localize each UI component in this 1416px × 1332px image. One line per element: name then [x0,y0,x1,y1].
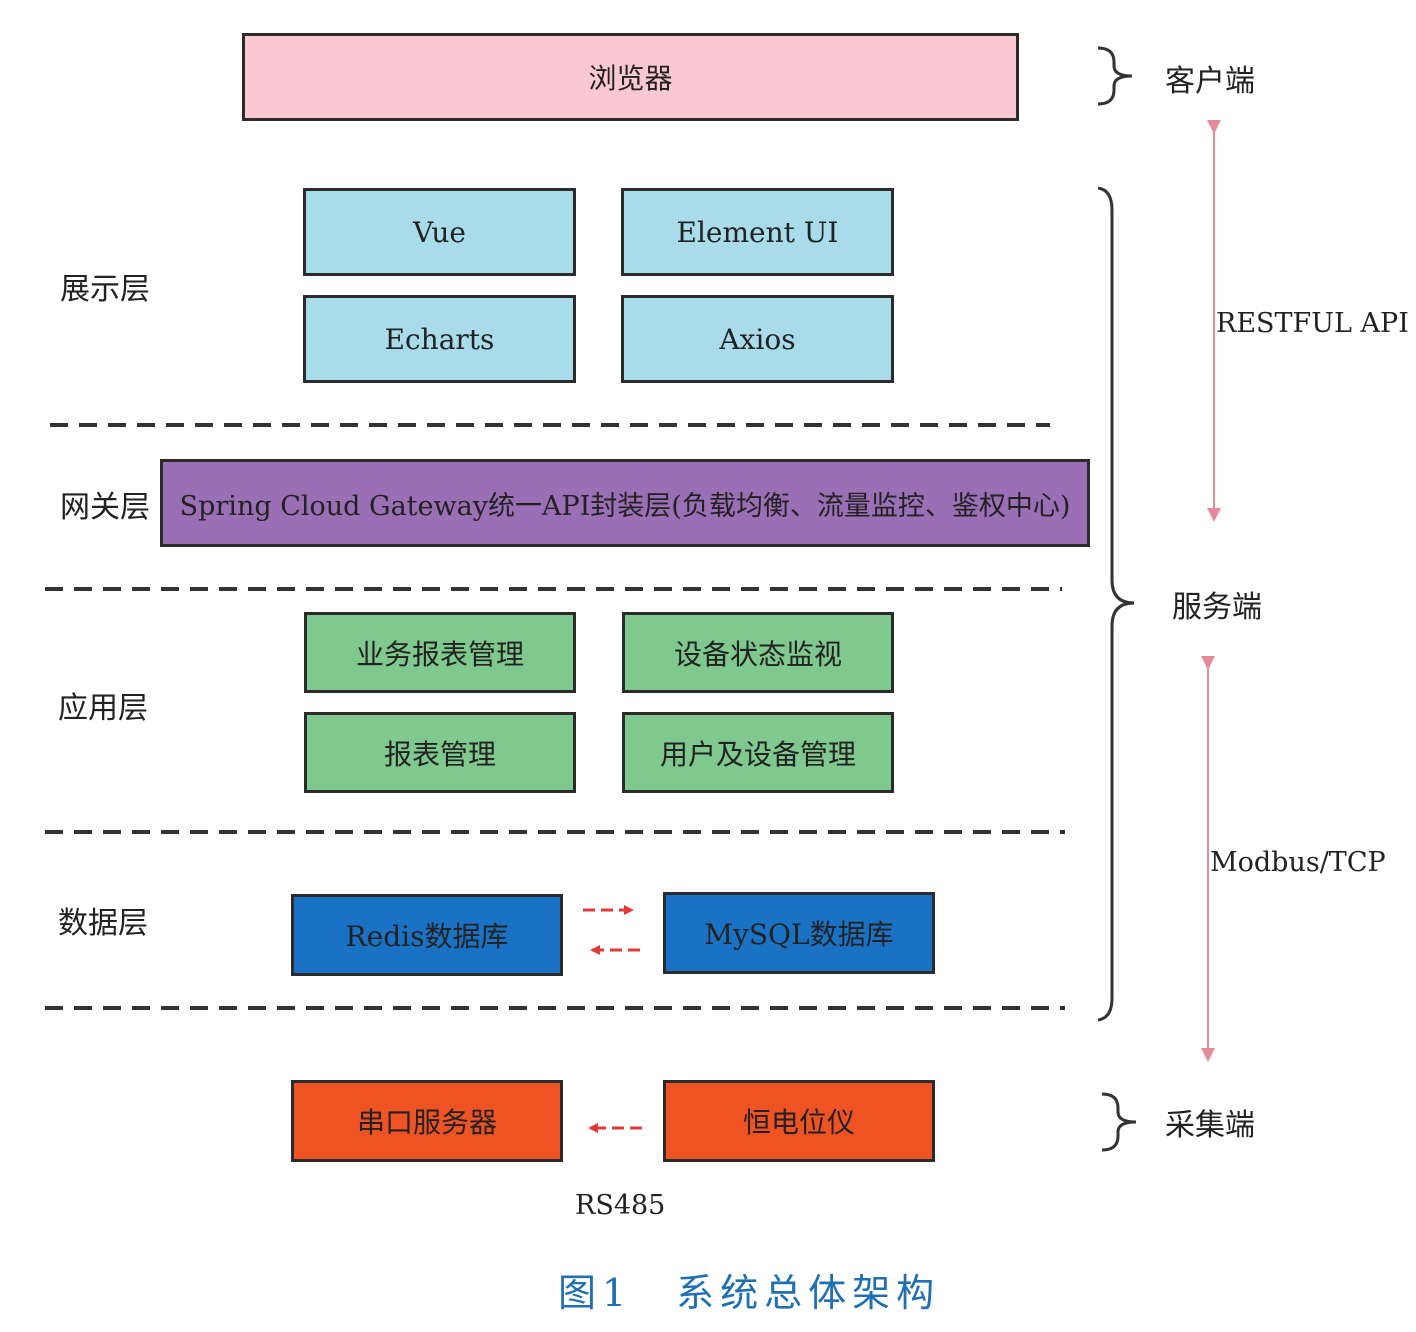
presentation-layer-label: 展示层 [60,272,150,307]
report-management-box: 报表管理 [304,712,576,793]
vue-box: Vue [303,188,576,276]
browser-box: 浏览器 [242,33,1019,121]
serial-server-box: 串口服务器 [291,1080,563,1162]
data-layer-label: 数据层 [58,906,148,941]
element-ui-box: Element UI [621,188,894,276]
brace-collection [1101,1092,1137,1152]
server-side-label: 服务端 [1172,590,1262,625]
brace-client [1097,46,1133,106]
gateway-layer-label: 网关层 [60,490,150,525]
gateway-box: Spring Cloud Gateway统一API封装层(负载均衡、流量监控、鉴… [160,459,1090,547]
collection-side-label: 采集端 [1165,1108,1255,1143]
mysql-box: MySQL数据库 [663,892,935,974]
echarts-box: Echarts [303,295,576,383]
user-device-management-box: 用户及设备管理 [622,712,894,793]
redis-box: Redis数据库 [291,894,563,976]
modbus-tcp-label: Modbus/TCP [1210,847,1386,878]
figure-caption: 图1 系统总体架构 [558,1271,941,1315]
application-layer-label: 应用层 [58,691,148,726]
business-report-box: 业务报表管理 [304,612,576,693]
brace-server [1097,186,1135,1022]
axios-box: Axios [621,295,894,383]
client-side-label: 客户端 [1165,64,1255,99]
device-monitor-box: 设备状态监视 [622,612,894,693]
rs485-label: RS485 [575,1190,666,1221]
potentiostat-box: 恒电位仪 [663,1080,935,1162]
restful-api-label: RESTFUL API [1216,308,1409,339]
